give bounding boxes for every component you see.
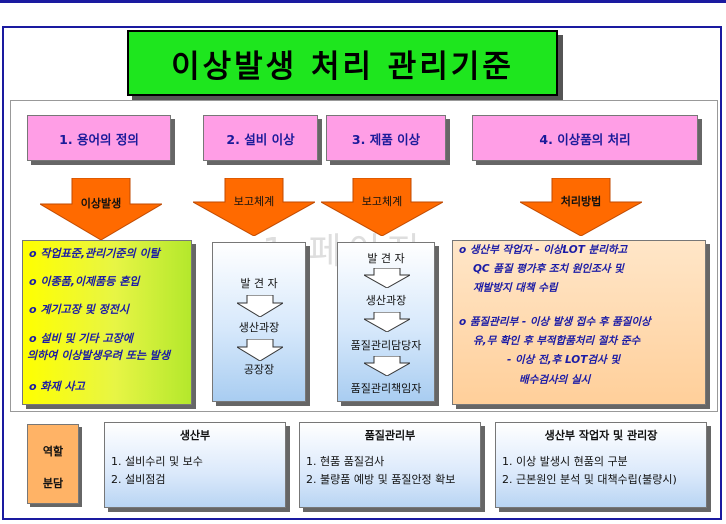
down-arrow-icon bbox=[364, 356, 410, 376]
definition-item: o 화재 사고 bbox=[29, 380, 85, 393]
flow-step-finder: 발 견 자 bbox=[367, 252, 405, 265]
flow-step-plant-manager: 공장장 bbox=[243, 363, 275, 376]
header-product: 3. 제품 이상 bbox=[326, 115, 446, 161]
handling-line: o 품질관리부 - 이상 발생 접수 후 품질이상 bbox=[459, 316, 651, 328]
handling-box: o 생산부 작업자 - 이상LOT 분리하고 QC 품질 평가후 조치 원인조사… bbox=[452, 240, 706, 405]
responsibility-item: 1. 설비수리 및 보수 bbox=[111, 455, 203, 468]
flow-step-qc-staff: 품질관리담당자 bbox=[350, 339, 422, 352]
handling-line: - 이상 전,후 LOT검사 및 bbox=[507, 354, 620, 366]
down-arrow-icon bbox=[237, 339, 283, 361]
responsibility-item: 2. 설비점검 bbox=[111, 473, 166, 486]
arrow-occurrence bbox=[40, 178, 162, 240]
responsibility-item: 2. 불량품 예방 및 품질안정 확보 bbox=[306, 473, 456, 486]
handling-line: 유,무 확인 후 부적합품처리 절차 준수 bbox=[473, 335, 641, 347]
down-arrow-icon bbox=[364, 268, 410, 288]
arrow-label-method: 처리방법 bbox=[560, 195, 602, 208]
handling-line: o 생산부 작업자 - 이상LOT 분리하고 bbox=[459, 244, 628, 256]
definition-item: o 계기고장 및 정전시 bbox=[29, 303, 130, 316]
arrow-label-report-product: 보고체계 bbox=[361, 195, 403, 208]
responsibility-production: 생산부 1. 설비수리 및 보수 2. 설비점검 bbox=[104, 422, 286, 508]
header-handling: 4. 이상품의 처리 bbox=[472, 115, 698, 161]
arrow-label-occurrence: 이상발생 bbox=[80, 197, 122, 210]
handling-line: 재발방지 대책 수립 bbox=[473, 282, 558, 294]
definition-item: 의하여 이상발생우려 또는 발생 bbox=[27, 349, 171, 362]
definition-item: o 작업표준,관리기준의 이탈 bbox=[29, 247, 160, 260]
role-line-1: 역할 bbox=[42, 445, 64, 458]
responsibility-item: 2. 근본원인 분석 및 대책수립(불량시) bbox=[502, 473, 677, 486]
product-flow-box: 발 견 자 생산과장 품질관리담당자 품질관리책임자 bbox=[337, 242, 435, 402]
responsibility-title: 생산부 작업자 및 관리장 bbox=[544, 429, 658, 442]
equipment-flow-box: 발 견 자 생산과장 공장장 bbox=[212, 242, 306, 402]
definition-item: o 이종품,이제품등 혼입 bbox=[29, 275, 140, 288]
arrow-report-equipment bbox=[193, 178, 315, 236]
role-line-2: 분담 bbox=[42, 477, 64, 490]
responsibility-item: 1. 이상 발생시 현품의 구분 bbox=[502, 455, 628, 468]
handling-line: QC 품질 평가후 조치 원인조사 및 bbox=[473, 263, 624, 275]
down-arrow-icon bbox=[364, 312, 410, 332]
responsibility-operators: 생산부 작업자 및 관리장 1. 이상 발생시 현품의 구분 2. 근본원인 분… bbox=[495, 422, 707, 508]
handling-line: 배수검사의 실시 bbox=[519, 374, 591, 386]
flow-step-production-manager: 생산과장 bbox=[365, 294, 407, 307]
flow-step-qc-manager: 품질관리책임자 bbox=[350, 382, 422, 395]
flow-step-finder: 발 견 자 bbox=[240, 277, 278, 290]
top-border-line bbox=[0, 0, 726, 3]
responsibility-title: 생산부 bbox=[179, 429, 211, 442]
responsibility-item: 1. 현품 품질검사 bbox=[306, 455, 385, 468]
down-arrow-icon bbox=[237, 295, 283, 317]
header-equipment: 2. 설비 이상 bbox=[203, 115, 318, 161]
arrow-label-report-equipment: 보고체계 bbox=[233, 195, 275, 208]
definitions-box: o 작업표준,관리기준의 이탈 o 이종품,이제품등 혼입 o 계기고장 및 정… bbox=[22, 240, 192, 405]
arrow-method bbox=[520, 178, 642, 236]
responsibility-title: 품질관리부 bbox=[364, 429, 416, 442]
role-division-box: 역할 분담 bbox=[27, 424, 79, 504]
flow-step-production-manager: 생산과장 bbox=[238, 321, 280, 334]
arrow-report-product bbox=[321, 178, 443, 236]
definition-item: o 설비 및 기타 고장에 bbox=[29, 332, 133, 345]
responsibility-quality: 품질관리부 1. 현품 품질검사 2. 불량품 예방 및 품질안정 확보 bbox=[299, 422, 481, 508]
header-definitions: 1. 용어의 정의 bbox=[27, 115, 171, 161]
page-title: 이상발생 처리 관리기준 bbox=[127, 30, 558, 96]
